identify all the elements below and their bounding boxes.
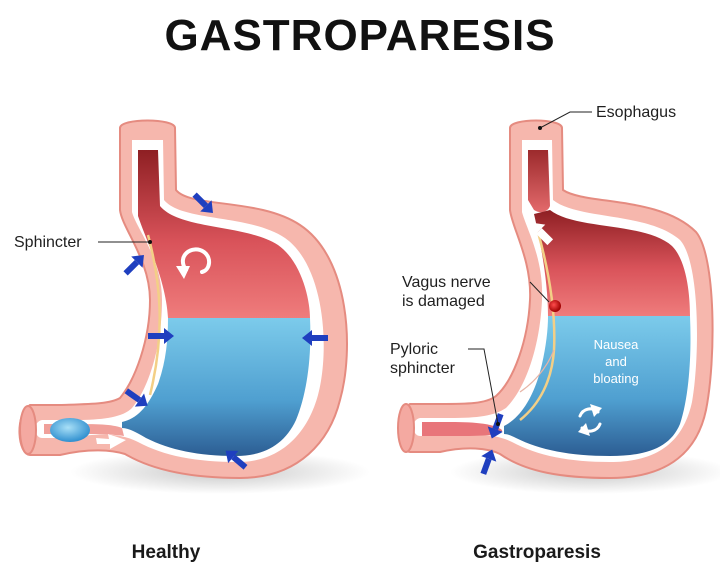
contraction-arrow-icon [225, 450, 248, 470]
gas-reflux-arrow-icon [530, 222, 554, 246]
rotation-icon-head-1 [590, 404, 602, 417]
esophagus-lumen [528, 150, 550, 213]
sphincter-label: Sphincter [14, 234, 82, 251]
contraction-arrow-icon [192, 192, 213, 213]
symptom-line-1: Nausea [594, 337, 640, 352]
damaged-vagus-nerve [519, 231, 556, 421]
rotation-icon-head-2 [578, 423, 590, 436]
esophagus-label: Esophagus [596, 104, 676, 121]
sphincter-pointer [148, 240, 152, 244]
gastroparesis-cavity-gas [534, 210, 690, 316]
healthy-cavity-gas [138, 150, 310, 318]
vagus-label-line-2: is damaged [402, 293, 485, 310]
nerve-damage-marker [549, 300, 561, 312]
symptom-line-3: bloating [593, 371, 639, 386]
symptom-line-2: and [605, 354, 627, 369]
gastroparesis-caption: Gastroparesis [473, 542, 601, 563]
contraction-arrows [123, 192, 328, 470]
vagus-label-line-1: Vagus nerve [402, 274, 491, 291]
pyloric-label-line-2: sphincter [390, 360, 456, 377]
rotation-arrow-icon [180, 247, 211, 274]
healthy-vagus-nerve [146, 234, 161, 396]
contraction-arrow-icon [480, 449, 497, 475]
contraction-arrow-icon [302, 330, 328, 346]
contraction-arrow-icon [148, 328, 174, 344]
healthy-panel: Sphincter Healthy [14, 119, 370, 563]
nerve-branch [519, 349, 555, 393]
esophagus-leader [539, 111, 592, 129]
gastroparesis-duodenum-opening [397, 403, 415, 453]
pyloric-label-line-1: Pyloric [390, 341, 438, 358]
esophagus-pointer [538, 126, 542, 130]
healthy-cavity-fluid [122, 318, 311, 456]
healthy-duodenum-opening [19, 405, 37, 455]
gastroparesis-cavity-fluid [504, 316, 691, 456]
gastroparesis-panel: Nausea and bloating Esophagus Vagus nerv… [390, 104, 720, 563]
pyloric-leader [468, 348, 499, 425]
page-title: GASTROPARESIS [164, 11, 555, 60]
food-bolus [50, 418, 90, 442]
emptying-arrow-icon [96, 434, 126, 449]
pyloric-pointer [496, 422, 500, 426]
contraction-arrow-icon [124, 388, 148, 407]
healthy-caption: Healthy [132, 542, 201, 563]
vagus-leader [529, 281, 550, 303]
rotation-arrow-head-icon [176, 266, 190, 279]
contraction-arrow-icon [123, 255, 144, 276]
gastroparesis-duodenum-lumen [422, 422, 502, 436]
